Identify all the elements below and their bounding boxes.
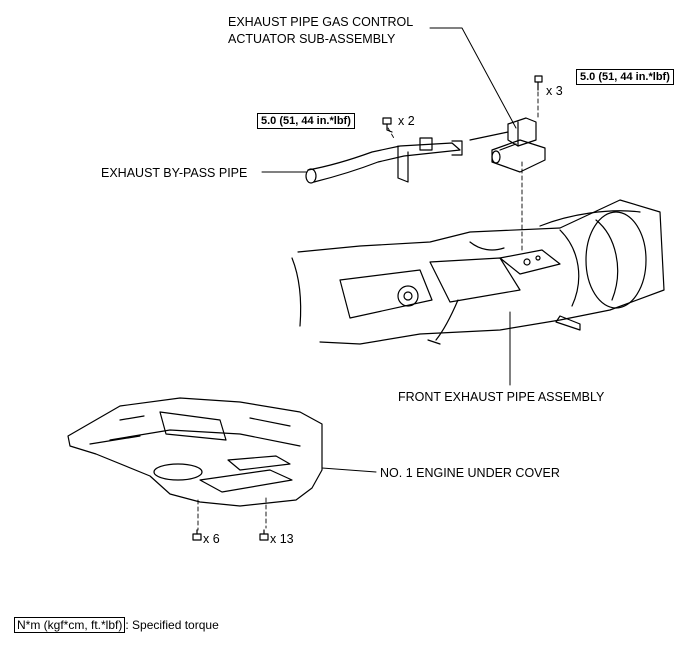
actuator-sub-assembly (469, 117, 546, 173)
bolt-icon-cover-a (192, 529, 202, 541)
bolt-icon-bypass (382, 117, 393, 133)
torque-actuator: 5.0 (51, 44 in.*lbf) (576, 69, 674, 85)
qty-cover-bolts-b: x 13 (270, 532, 294, 546)
actuator-label-line2: ACTUATOR SUB-ASSEMBLY (228, 32, 396, 46)
bolt-icon-actuator (534, 75, 543, 91)
torque-bypass: 5.0 (51, 44 in.*lbf) (257, 113, 355, 129)
legend-text: : Specified torque (125, 618, 219, 632)
bolt-icon-cover-b (259, 529, 269, 541)
actuator-leader (429, 27, 517, 129)
engine-under-cover (67, 397, 323, 507)
legend-unit-box: N*m (kgf*cm, ft.*lbf) (14, 617, 126, 633)
bypass-pipe-label: EXHAUST BY-PASS PIPE (101, 166, 248, 180)
exhaust-bypass-pipe (305, 137, 463, 184)
front-pipe-label: FRONT EXHAUST PIPE ASSEMBLY (398, 390, 605, 404)
torque-legend: N*m (kgf*cm, ft.*lbf): Specified torque (14, 617, 219, 633)
under-cover-label: NO. 1 ENGINE UNDER COVER (380, 466, 560, 480)
leader-lines (261, 27, 517, 473)
actuator-label-line1: EXHAUST PIPE GAS CONTROL (228, 15, 414, 29)
qty-bypass-bolts: x 2 (398, 114, 415, 128)
dashed-guides (197, 91, 539, 531)
qty-cover-bolts-a: x 6 (203, 532, 220, 546)
front-exhaust-pipe-assembly (291, 199, 665, 345)
under-cover-leader (321, 467, 377, 473)
qty-actuator-bolts: x 3 (546, 84, 563, 98)
